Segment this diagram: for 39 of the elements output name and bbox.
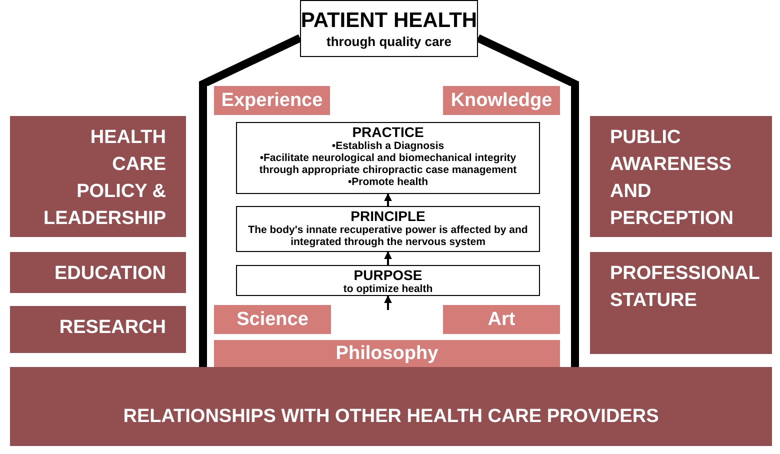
roof-top-box [300, 0, 478, 57]
label-text: Experience [221, 90, 323, 112]
body-text: •Promote health [346, 176, 430, 188]
side-panel [590, 116, 772, 237]
practice-box [236, 122, 540, 194]
body-text: to optimize health [342, 283, 434, 295]
pillar-label [443, 305, 560, 334]
side-panel [10, 252, 186, 293]
label-text: RESEARCH [59, 316, 166, 340]
label-text: Science [236, 308, 308, 330]
side-panel [10, 306, 186, 353]
heading: PRINCIPLE [350, 208, 426, 224]
heading: PATIENT HEALTH [300, 8, 478, 34]
heading: PRACTICE [352, 124, 424, 140]
arrow [384, 193, 392, 206]
label-text: Philosophy [336, 343, 438, 365]
body-text: •Establish a Diagnosis [330, 140, 446, 152]
body-text: The body's innate recuperative power is affected by and integrated through the nervous system [247, 224, 529, 248]
base-band [10, 367, 772, 446]
pillar-label [214, 305, 331, 334]
foundation-label [214, 340, 560, 368]
label-text: EDUCATION [54, 262, 166, 286]
label-text: Knowledge [450, 90, 552, 112]
principle-box [236, 206, 540, 252]
side-panel [10, 116, 186, 237]
purpose-box [236, 265, 540, 296]
pillar-label [214, 86, 330, 115]
label-text: PROFESSIONAL STATURE [610, 262, 761, 313]
label-text: HEALTH CARE POLICY & LEADERSHIP [42, 126, 166, 231]
arrow [384, 295, 392, 310]
label-text: RELATIONSHIPS WITH OTHER HEALTH CARE PROVIDERS [123, 406, 659, 428]
label-text: Art [488, 308, 516, 330]
label-text: PUBLIC AWARENESS AND PERCEPTION [610, 126, 735, 231]
pillar-label [443, 86, 560, 115]
side-panel [590, 252, 772, 354]
body-text: through quality care [326, 34, 452, 50]
body-text: •Facilitate neurological and biomechanical integrity through appropriate chiropractic case management [258, 152, 518, 176]
heading: PURPOSE [354, 267, 422, 283]
arrow [384, 251, 392, 265]
